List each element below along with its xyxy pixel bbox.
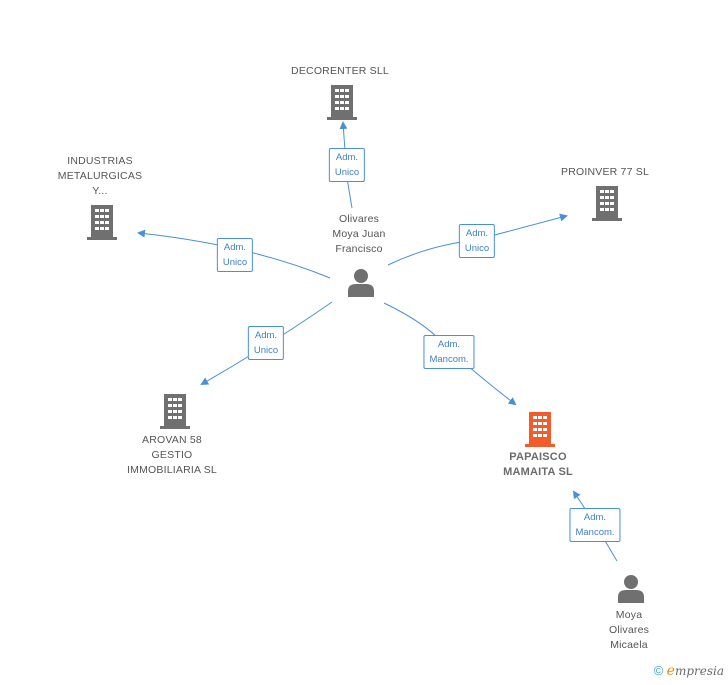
edge-badge-arovan[interactable]: Adm. Unico [247, 326, 285, 360]
building-icon[interactable] [86, 204, 118, 240]
brand-initial: e [666, 663, 675, 679]
node-label-moya[interactable]: Moya Olivares Micaela [608, 609, 650, 651]
footer-brand[interactable]: © empresia [654, 663, 724, 679]
edge-badge-moya[interactable]: Adm. Mancom. [569, 508, 621, 542]
node-label-olivares[interactable]: Olivares Moya Juan Francisco [332, 213, 386, 255]
copyright-symbol: © [653, 663, 664, 678]
node-label-arovan[interactable]: AROVAN 58 GESTIO IMMOBILIARIA SL [127, 434, 217, 476]
person-icon[interactable] [616, 573, 646, 603]
edge-badge-decorenter[interactable]: Adm. Unico [328, 148, 366, 182]
building-icon[interactable] [524, 411, 556, 447]
building-icon[interactable] [326, 84, 358, 120]
brand-name: mpresia [674, 664, 724, 678]
node-label-industrias[interactable]: INDUSTRIAS METALURGICAS Y... [57, 155, 143, 197]
building-icon[interactable] [159, 393, 191, 429]
edge-badge-papaisco[interactable]: Adm. Mancom. [423, 335, 475, 369]
edge-badge-industrias[interactable]: Adm. Unico [216, 238, 254, 272]
node-label-decorenter[interactable]: DECORENTER SLL [291, 65, 389, 77]
edge-badge-proinver[interactable]: Adm. Unico [458, 224, 496, 258]
person-icon[interactable] [346, 267, 376, 297]
node-label-papaisco[interactable]: PAPAISCO MAMAITA SL [503, 451, 573, 478]
building-icon[interactable] [591, 185, 623, 221]
node-label-proinver[interactable]: PROINVER 77 SL [561, 166, 649, 178]
